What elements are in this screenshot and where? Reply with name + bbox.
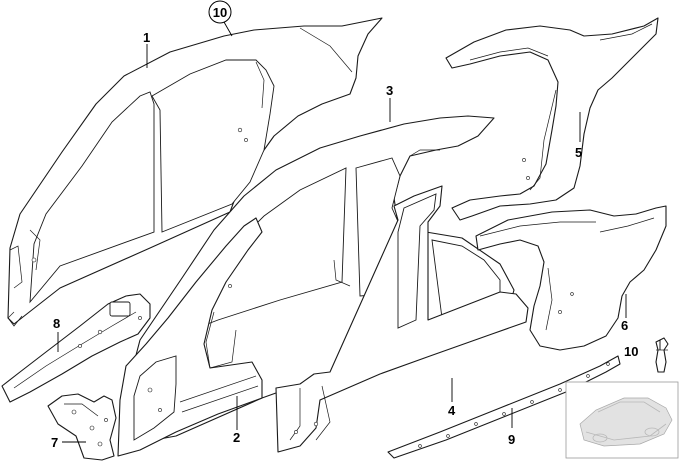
leader-lines [57,21,661,443]
callout-circle [208,0,232,24]
part-6-quarter-panel[interactable] [475,205,667,351]
label-1: 1 [143,30,150,45]
label-9: 9 [508,432,515,447]
part-1-side-frame[interactable] [7,17,383,327]
label-3: 3 [386,83,393,98]
label-2: 2 [233,430,240,445]
part-labels: 10 1 2 3 4 5 6 7 8 9 10 [51,0,638,450]
label-5: 5 [575,145,582,160]
callout-10-circled: 10 [213,5,227,20]
part-8-reinforcement[interactable] [1,293,151,403]
label-7: 7 [51,435,58,450]
part-9-sill-strip[interactable] [387,355,621,459]
label-10: 10 [624,344,638,359]
part-2-a-pillar[interactable] [117,217,263,457]
part-7-bracket[interactable] [47,393,117,461]
label-8: 8 [53,316,60,331]
part-5-rear-quarter[interactable] [445,17,659,221]
part-10-clip[interactable] [655,337,669,373]
vehicle-reference-thumbnail [565,381,679,459]
label-4: 4 [448,403,456,418]
part-4-b-pillar-sill[interactable] [275,185,529,453]
label-6: 6 [621,318,628,333]
